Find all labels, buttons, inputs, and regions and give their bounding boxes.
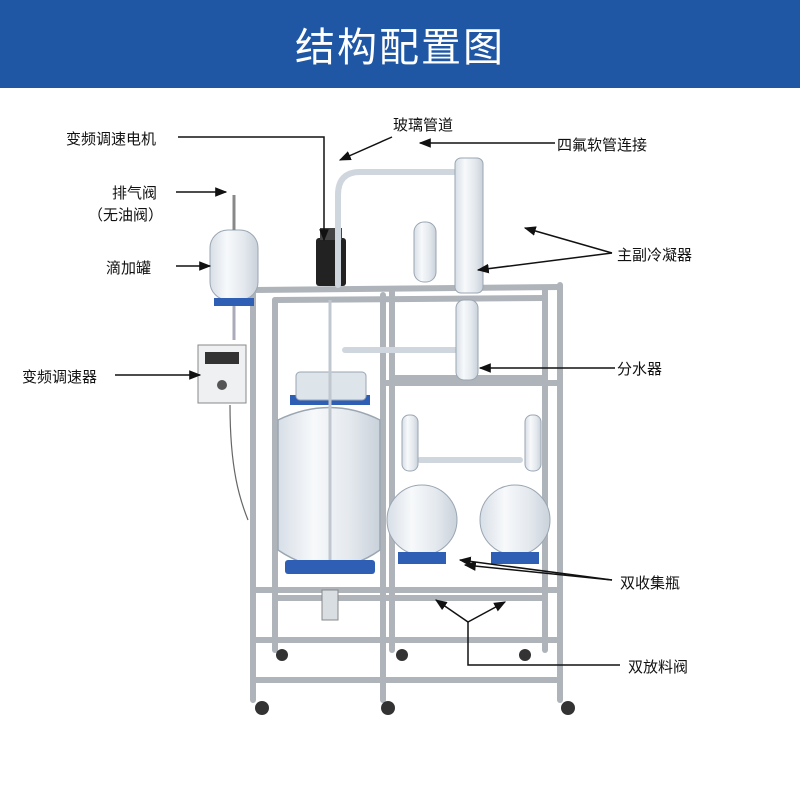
stirring-motor (316, 228, 346, 286)
header-divider (0, 88, 800, 91)
label-exhaust-valve-note: （无油阀） (88, 206, 164, 224)
label-motor: 变频调速电机 (66, 130, 157, 148)
speed-controller-box (197, 344, 247, 404)
label-dual-receivers: 双收集瓶 (620, 574, 681, 592)
condensers (413, 157, 484, 294)
glass-piping (335, 169, 523, 463)
page-title: 结构配置图 (295, 25, 505, 71)
header-banner: 结构配置图 (0, 0, 800, 88)
label-speed-controller: 变频调速器 (22, 368, 98, 386)
label-ptfe-hose: 四氟软管连接 (557, 136, 648, 154)
discharge-arrows (435, 599, 620, 666)
receiving-flasks (386, 414, 551, 564)
label-exhaust-valve: 排气阀 (112, 184, 158, 202)
pointer-arrows (115, 136, 615, 581)
caster-wheels (255, 649, 575, 715)
label-condensers: 主副冷凝器 (617, 246, 693, 264)
main-reactor (277, 300, 381, 621)
label-water-separator: 分水器 (617, 360, 663, 378)
water-separator-vessel (455, 299, 479, 381)
label-glass-pipe: 玻璃管道 (393, 116, 454, 134)
steel-frame (250, 282, 563, 703)
label-dropping-funnel: 滴加罐 (106, 259, 152, 277)
label-dual-discharge-valves: 双放料阀 (628, 658, 689, 676)
